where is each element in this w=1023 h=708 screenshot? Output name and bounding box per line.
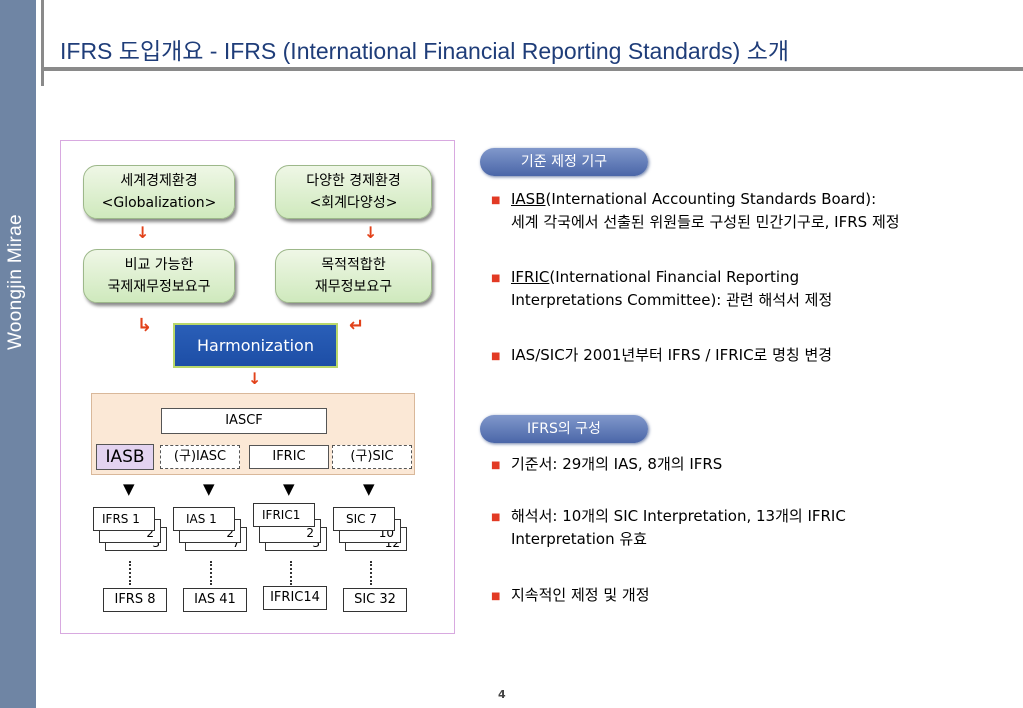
relevant-info-line2: 재무정보요구 [314,279,393,295]
iascf-box: IASCF [161,408,327,434]
continuation-dots [290,561,294,585]
harmonization-box: Harmonization [173,323,338,368]
iasb-term: IASB [511,190,546,208]
rename-line: IAS/SIC가 2001년부터 IFRS / IFRIC로 명칭 변경 [511,346,833,364]
down-arrow-icon: ▼ [203,480,215,498]
list-item: 해석서: 10개의 SIC Interpretation, 13개의 IFRIC… [511,505,846,551]
list-item: 지속적인 제정 및 개정 [511,584,650,607]
global-economy-line2: <Globalization> [101,195,217,211]
page-number: 4 [498,688,506,701]
comparable-info-box: 비교 가능한 국제재무정보요구 [83,249,235,303]
diverse-economy-box: 다양한 경제환경 <회계다양성> [275,165,432,219]
ifric-box: IFRIC [249,445,329,469]
section-header-ifrs-composition: IFRS의 구성 [480,415,648,443]
stack-last-doc: IFRIC14 [263,586,327,610]
section-header-standard-setters: 기준 제정 기구 [480,148,648,176]
ifric-line2: Interpretations Committee): 관련 해석서 제정 [511,291,833,309]
bullet-icon: ■ [491,460,501,471]
stack-page-1: IAS 1 [173,507,235,531]
header-rule [41,67,1023,71]
stack-last-doc: SIC 32 [343,588,407,612]
down-arrow-icon: ▼ [363,480,375,498]
list-item: IASB(International Accounting Standards … [511,188,900,234]
continuation-dots [210,561,214,585]
standards-line: 기준서: 29개의 IAS, 8개의 IFRS [511,455,723,473]
comparable-info-line2: 국제재무정보요구 [107,279,211,295]
stack-page-1: IFRS 1 [93,507,155,531]
stack-last-doc: IFRS 8 [103,588,167,612]
turn-right-arrow-icon: ↳ [137,315,153,336]
header-vertical-rule [41,0,44,86]
continuation-dots [129,561,133,585]
diverse-economy-line2: <회계다양성> [309,195,398,211]
down-arrow-icon: ↓ [364,223,378,242]
list-item: IFRIC(International Financial Reporting … [511,266,832,312]
bullet-icon: ■ [491,591,501,602]
diverse-economy-line1: 다양한 경제환경 [306,173,401,189]
stack-page-1: IFRIC1 [253,503,315,527]
relevant-info-box: 목적적합한 재무정보요구 [275,249,432,303]
bullet-icon: ■ [491,351,501,362]
list-item: 기준서: 29개의 IAS, 8개의 IFRS [511,453,722,476]
interpretations-line1: 해석서: 10개의 SIC Interpretation, 13개의 IFRIC [511,507,846,525]
comparable-info-line1: 비교 가능한 [124,257,194,273]
down-arrow-icon: ↓ [248,369,262,388]
down-arrow-icon: ▼ [283,480,295,498]
sidebar: Woongjin Mirae [0,0,36,708]
ifrs-diagram: 세계경제환경 <Globalization> 다양한 경제환경 <회계다양성> … [60,140,455,634]
global-economy-line1: 세계경제환경 [120,173,198,189]
global-economy-box: 세계경제환경 <Globalization> [83,165,235,219]
old-iasc-box: (구)IASC [160,445,240,469]
continuation-dots [370,561,374,585]
stack-last-doc: IAS 41 [183,588,247,612]
relevant-info-line1: 목적적합한 [321,257,386,273]
interpretations-line2: Interpretation 유효 [511,530,647,548]
bullet-icon: ■ [491,273,501,284]
brand-label: Woongjin Mirae [5,214,26,350]
bullet-icon: ■ [491,195,501,206]
old-sic-box: (구)SIC [332,445,412,469]
list-item: IAS/SIC가 2001년부터 IFRS / IFRIC로 명칭 변경 [511,344,832,367]
ifric-term: IFRIC [511,268,550,286]
iasb-line1: (International Accounting Standards Boar… [545,190,877,208]
iasb-box: IASB [96,444,154,470]
ongoing-line: 지속적인 제정 및 개정 [511,586,650,604]
iasb-line2: 세계 각국에서 선출된 위원들로 구성된 민간기구로, IFRS 제정 [511,213,900,231]
page-title: IFRS 도입개요 - IFRS (International Financia… [60,38,790,64]
stack-page-1: SIC 7 [333,507,395,531]
down-arrow-icon: ▼ [123,480,135,498]
organization-box: IASCF IASB (구)IASC IFRIC (구)SIC [91,393,415,475]
down-arrow-icon: ↓ [136,223,150,242]
bullet-icon: ■ [491,512,501,523]
turn-left-arrow-icon: ↵ [349,315,365,336]
ifric-line1: (International Financial Reporting [549,268,800,286]
